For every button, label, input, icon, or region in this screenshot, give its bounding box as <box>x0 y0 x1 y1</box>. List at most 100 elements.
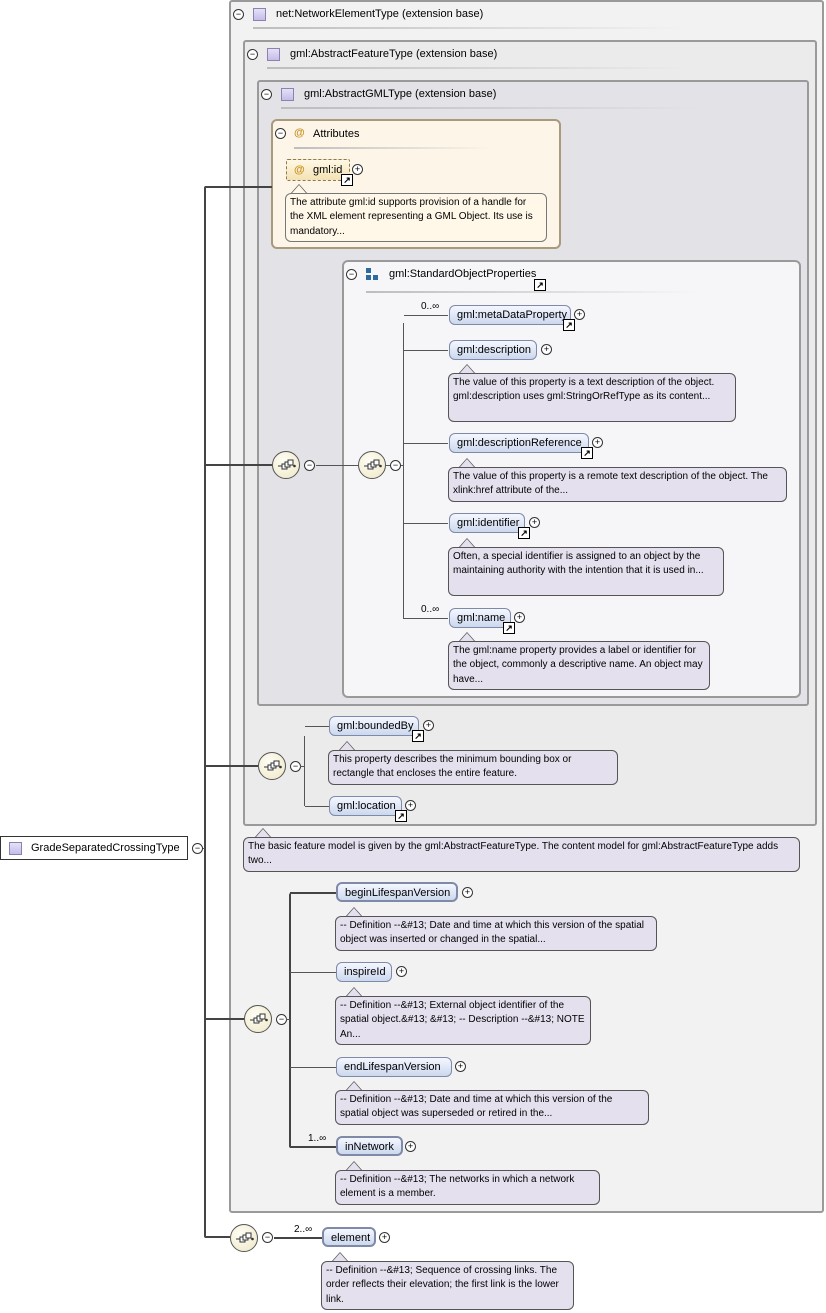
collapse-icon[interactable]: − <box>192 843 203 854</box>
collapse-icon[interactable]: − <box>261 89 272 100</box>
connector-line <box>205 765 258 767</box>
header-divider <box>366 291 696 293</box>
element-inspireid[interactable]: inspireId <box>336 962 392 982</box>
reference-arrow-icon[interactable]: ↗ <box>563 319 575 331</box>
gml-description-documentation: The value of this property is a text des… <box>448 373 736 422</box>
collapse-icon[interactable]: − <box>233 9 244 20</box>
connector-line <box>316 465 358 466</box>
header-divider <box>267 67 687 69</box>
expand-icon[interactable]: + <box>592 437 603 448</box>
doc-pointer <box>332 1252 348 1261</box>
element-beginlifespanversion[interactable]: beginLifespanVersion <box>336 882 458 902</box>
connector-line <box>404 618 448 619</box>
root-type-box[interactable]: GradeSeparatedCrossingType <box>0 836 188 860</box>
connector-line <box>404 350 448 351</box>
collapse-icon[interactable]: − <box>390 460 401 471</box>
connector-line <box>274 1237 322 1239</box>
abstract-gml-type-label: gml:AbstractGMLType (extension base) <box>304 88 497 100</box>
reference-arrow-icon[interactable]: ↗ <box>412 730 424 742</box>
expand-icon[interactable]: + <box>423 720 434 731</box>
attribute-icon: @ <box>294 164 305 176</box>
doc-pointer <box>459 632 475 641</box>
gml-id-attribute[interactable] <box>286 159 350 181</box>
connector-line <box>304 736 305 806</box>
doc-pointer <box>291 184 307 193</box>
sequence-compositor-icon[interactable] <box>244 1005 272 1033</box>
sequence-compositor-icon[interactable] <box>230 1224 258 1252</box>
element-gml-location[interactable]: gml:location <box>329 796 402 816</box>
endlifespanversion-documentation: -- Definition --&#13; Date and time at w… <box>335 1090 649 1125</box>
collapse-icon[interactable]: − <box>275 128 286 139</box>
doc-pointer <box>339 741 355 750</box>
doc-pointer <box>255 828 271 837</box>
connector-line <box>290 1146 336 1148</box>
element-element[interactable]: element <box>322 1227 376 1247</box>
type-icon <box>281 88 294 101</box>
expand-icon[interactable]: + <box>405 800 416 811</box>
doc-pointer <box>459 458 475 467</box>
gml-identifier-documentation: Often, a special identifier is assigned … <box>448 547 724 596</box>
reference-arrow-icon[interactable]: ↗ <box>341 174 353 186</box>
collapse-icon[interactable]: − <box>346 269 357 280</box>
cardinality-label: 0..∞ <box>421 604 440 615</box>
reference-arrow-icon[interactable]: ↗ <box>518 527 530 539</box>
doc-pointer <box>346 1081 362 1090</box>
element-gml-description[interactable]: gml:description <box>449 340 537 360</box>
connector-line <box>404 523 448 524</box>
connector-line <box>290 972 336 973</box>
doc-pointer <box>346 1161 362 1170</box>
element-gml-metadataproperty[interactable]: gml:metaDataProperty <box>449 305 571 325</box>
gml-id-documentation: The attribute gml:id supports provision … <box>285 193 547 242</box>
connector-line <box>205 1018 244 1020</box>
network-element-type-label: net:NetworkElementType (extension base) <box>276 8 484 20</box>
collapse-icon[interactable]: − <box>247 49 258 60</box>
expand-icon[interactable]: + <box>529 517 540 528</box>
group-icon <box>366 268 380 282</box>
sequence-compositor-icon[interactable] <box>358 451 386 479</box>
type-icon <box>253 8 266 21</box>
doc-pointer <box>459 538 475 547</box>
connector-line <box>205 1236 230 1238</box>
connector-line <box>404 315 448 316</box>
reference-arrow-icon[interactable]: ↗ <box>581 447 593 459</box>
element-endlifespanversion[interactable]: endLifespanVersion <box>336 1057 452 1077</box>
element-gml-boundedby[interactable]: gml:boundedBy <box>329 716 419 736</box>
expand-icon[interactable]: + <box>455 1061 466 1072</box>
reference-arrow-icon[interactable]: ↗ <box>534 279 546 291</box>
gml-id-label: gml:id <box>313 164 343 176</box>
element-gml-descriptionreference[interactable]: gml:descriptionReference <box>449 433 589 453</box>
reference-arrow-icon[interactable]: ↗ <box>395 810 407 822</box>
expand-icon[interactable]: + <box>379 1232 390 1243</box>
sequence-compositor-icon[interactable] <box>258 752 286 780</box>
connector-line <box>205 464 272 466</box>
type-icon <box>267 48 280 61</box>
sequence-compositor-icon[interactable] <box>272 451 300 479</box>
header-divider <box>253 27 683 29</box>
expand-icon[interactable]: + <box>462 887 473 898</box>
connector-line <box>204 186 206 1238</box>
gml-name-documentation: The gml:name property provides a label o… <box>448 641 710 690</box>
connector-line <box>305 726 329 727</box>
element-innetwork[interactable]: inNetwork <box>336 1136 403 1156</box>
collapse-icon[interactable]: − <box>304 460 315 471</box>
root-type-name: GradeSeparatedCrossingType <box>31 842 180 854</box>
expand-icon[interactable]: + <box>541 344 552 355</box>
abstract-feature-type-documentation: The basic feature model is given by the … <box>243 837 800 872</box>
expand-icon[interactable]: + <box>352 164 363 175</box>
expand-icon[interactable]: + <box>405 1141 416 1152</box>
expand-icon[interactable]: + <box>396 966 407 977</box>
collapse-icon[interactable]: − <box>262 1232 273 1243</box>
element-gml-identifier[interactable]: gml:identifier <box>449 513 525 533</box>
connector-line <box>300 766 305 767</box>
header-divider <box>281 107 701 109</box>
expand-icon[interactable]: + <box>574 309 585 320</box>
cardinality-label: 1..∞ <box>308 1133 327 1144</box>
connector-line <box>403 323 404 619</box>
expand-icon[interactable]: + <box>514 612 525 623</box>
connector-line <box>290 892 336 894</box>
inspireid-documentation: -- Definition --&#13; External object id… <box>335 996 591 1045</box>
reference-arrow-icon[interactable]: ↗ <box>503 622 515 634</box>
gml-descriptionreference-documentation: The value of this property is a remote t… <box>448 467 787 502</box>
element-gml-name[interactable]: gml:name <box>449 608 511 628</box>
doc-pointer <box>459 364 475 373</box>
